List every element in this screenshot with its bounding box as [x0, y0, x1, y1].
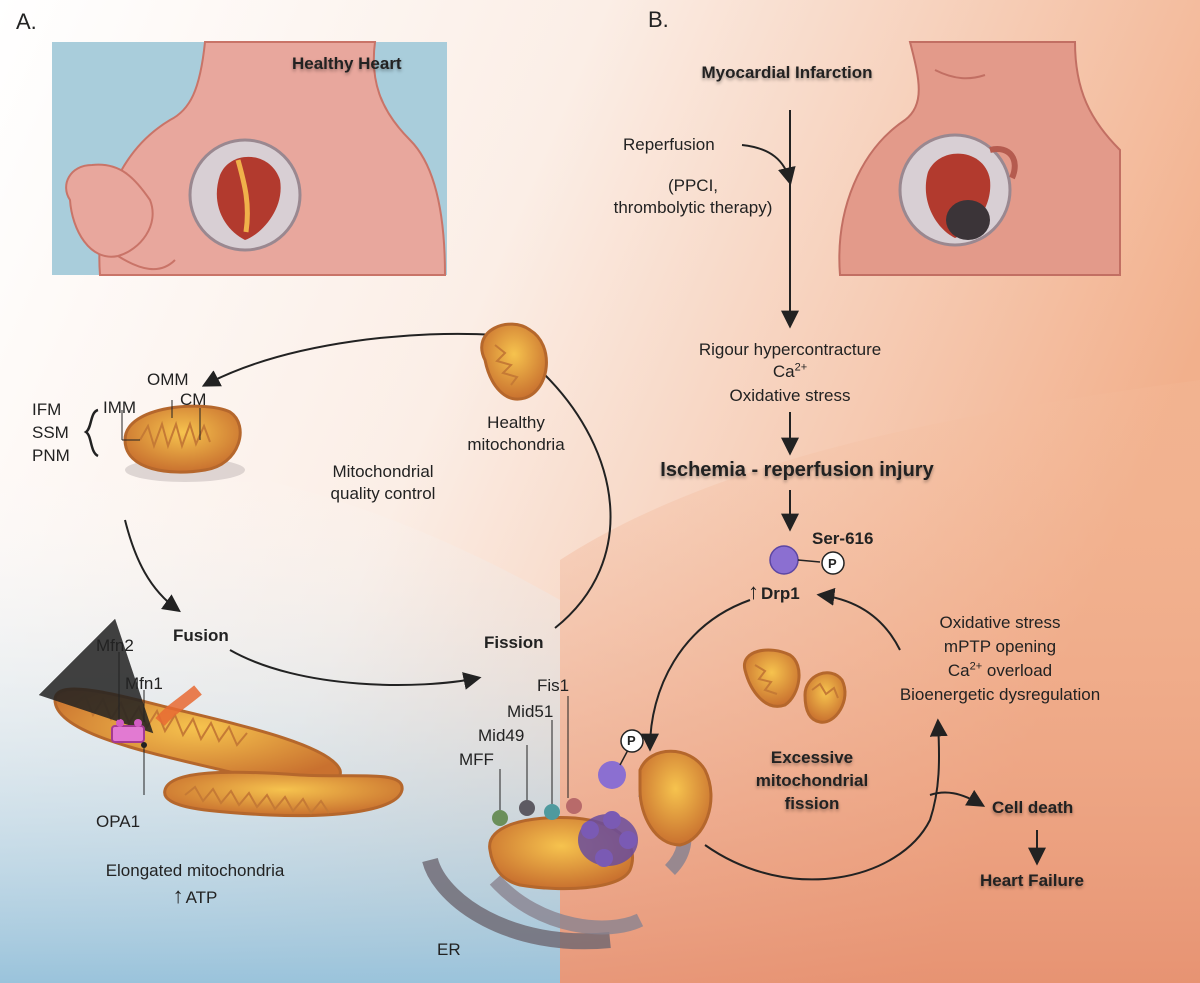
quality-control-line1: Mitochondrial — [332, 462, 434, 481]
iri-title: Ischemia - reperfusion injury — [660, 459, 934, 481]
mi-title: Myocardial Infarction — [701, 63, 873, 82]
healthy-heart-title: Healthy Heart — [292, 54, 402, 73]
fission-label: Fission — [484, 633, 544, 652]
healthy-mito-line1: Healthy — [487, 413, 545, 432]
qc-right-arc — [544, 374, 612, 629]
healthy-heart-illustration — [52, 41, 447, 276]
mi-heart-illustration — [838, 41, 1121, 276]
fragmented-mitochondria — [743, 648, 847, 724]
side-mptp: mPTP opening — [943, 637, 1057, 656]
reperfusion-label: Reperfusion — [623, 135, 715, 154]
fusion-to-fission-arrow — [229, 649, 482, 690]
label-er: ER — [437, 940, 461, 959]
phosphate-small-label: P — [627, 733, 636, 748]
phosphate-label: P — [828, 556, 837, 571]
to-fusion-arrow — [124, 519, 181, 613]
elongated-mitochondria — [38, 618, 404, 818]
fission-loop-arrow — [704, 718, 948, 881]
cell-death-label: Cell death — [992, 798, 1074, 817]
label-imm: IMM — [103, 398, 137, 417]
ser616-label: Ser-616 — [812, 529, 874, 548]
salmon-region — [560, 380, 1200, 983]
excessive-line2: mitochondrial — [755, 771, 869, 790]
label-ifm: IFM — [32, 400, 62, 419]
quality-control-line2: quality control — [330, 484, 436, 503]
elongated-label: Elongated mitochondria — [105, 861, 285, 880]
excessive-line1: Excessive — [770, 748, 854, 767]
mitochondrion-diagram — [83, 400, 245, 482]
panel-b-label: B. — [648, 7, 669, 32]
drp1-to-fission-arrow — [641, 599, 751, 752]
label-mid51: Mid51 — [507, 702, 554, 721]
fission-complex — [422, 696, 713, 950]
healthy-mito-line2: mitochondria — [467, 435, 565, 454]
oxstress-label: Oxidative stress — [729, 386, 851, 405]
healthy-mitochondrion — [480, 322, 548, 401]
label-mid49: Mid49 — [478, 726, 525, 745]
atp-label: ATP — [173, 886, 218, 908]
drp1-phospho — [769, 545, 845, 575]
reperfusion-arrow — [741, 144, 796, 186]
blue-region — [0, 460, 560, 983]
to-cell-death-arrow — [929, 789, 986, 807]
panel-a-label: A. — [16, 9, 37, 34]
ca-label: Ca2+ — [772, 361, 808, 381]
label-mff: MFF — [459, 750, 494, 769]
label-mfn2: Mfn2 — [96, 636, 134, 655]
label-omm: OMM — [147, 370, 189, 389]
label-fis1: Fis1 — [537, 676, 570, 695]
label-opa1: OPA1 — [96, 812, 141, 831]
heart-failure-label: Heart Failure — [980, 871, 1084, 890]
label-cm: CM — [180, 390, 207, 409]
fusion-label: Fusion — [173, 626, 229, 645]
label-mfn1: Mfn1 — [125, 674, 163, 693]
side-bioenergetic: Bioenergetic dysregulation — [899, 685, 1101, 704]
drp1-label: Drp1 — [748, 582, 800, 604]
feedback-to-drp1-arrow — [816, 587, 901, 651]
rigour-label: Rigour hypercontracture — [698, 340, 882, 359]
therapy-line1: (PPCI, — [667, 176, 719, 195]
label-pnm: PNM — [32, 446, 70, 465]
therapy-line2: thrombolytic therapy) — [613, 198, 773, 217]
phosphate-small — [620, 729, 644, 753]
side-oxstress: Oxidative stress — [939, 613, 1061, 632]
excessive-line3: fission — [784, 794, 840, 813]
qc-top-arrow — [201, 332, 496, 387]
label-ssm: SSM — [32, 423, 69, 442]
side-ca-overload: Ca2+ overload — [947, 660, 1053, 680]
